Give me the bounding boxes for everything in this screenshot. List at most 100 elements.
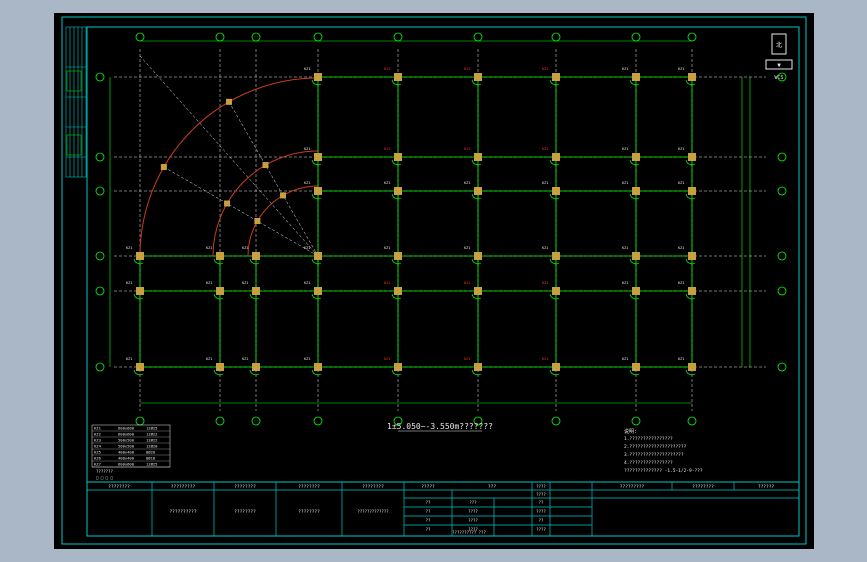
column-tag: KZ1 — [542, 147, 548, 151]
column-tag: KZ1 — [678, 357, 684, 361]
axis-bubble — [777, 72, 787, 82]
column-hatch — [249, 258, 260, 265]
nav-cube-icon[interactable] — [771, 33, 787, 55]
column-hatch — [391, 159, 402, 166]
tb-cell: ???????? — [234, 484, 256, 490]
column — [552, 187, 560, 195]
column — [314, 187, 322, 195]
column-tag: KZ1 — [464, 281, 470, 285]
drawing-canvas[interactable]: 北 ▼ WCS KZ1KZ1KZ1KZ1KZ1KZ1KZ1KZ1KZ1KZ1KZ… — [54, 13, 814, 549]
column-tag: KZ1 — [622, 181, 628, 185]
column-tag: KZ1 — [464, 147, 470, 151]
column-tag: KZ1 — [678, 67, 684, 71]
column-hatch — [311, 79, 322, 86]
tb-right-cell: ?? — [539, 518, 544, 523]
column — [216, 363, 224, 371]
column — [474, 287, 482, 295]
column-hatch — [213, 258, 224, 265]
column — [552, 153, 560, 161]
column — [632, 287, 640, 295]
column-hatch — [391, 258, 402, 265]
table-cell: 600x600 — [118, 462, 135, 467]
axis-bubble — [393, 32, 403, 42]
column — [688, 187, 696, 195]
column — [226, 98, 232, 105]
column-tag: KZ1 — [464, 67, 470, 71]
column-hatch — [685, 258, 696, 265]
column-hatch — [549, 79, 560, 86]
column-tag: KZ1 — [242, 357, 248, 361]
column — [136, 252, 144, 260]
column — [252, 252, 260, 260]
column-tag: KZ1 — [384, 181, 390, 185]
column — [252, 363, 260, 371]
column-hatch — [391, 193, 402, 200]
column — [552, 287, 560, 295]
radial-axis — [139, 55, 319, 257]
column-tag: KZ1 — [542, 246, 548, 250]
column — [252, 287, 260, 295]
column-tag: KZ1 — [678, 147, 684, 151]
table-footer: ??????? — [96, 469, 113, 474]
column — [688, 363, 696, 371]
tb-title: ????????? — [620, 484, 645, 490]
column-hatch — [311, 258, 322, 265]
axis-bubble — [551, 416, 561, 426]
column — [314, 252, 322, 260]
column-hatch — [391, 369, 402, 376]
wcs-label[interactable]: WCS — [774, 75, 783, 81]
axis-bubble — [215, 416, 225, 426]
table-cell: KZ5 — [94, 450, 101, 455]
column — [314, 153, 322, 161]
column-tag: KZ1 — [678, 181, 684, 185]
table-cell: 12Ø25 — [146, 426, 157, 431]
column-hatch — [685, 159, 696, 166]
column-hatch — [549, 293, 560, 300]
sheet-name: ???????? — [298, 509, 320, 515]
column-hatch — [249, 369, 260, 376]
table-cell: 400x400 — [118, 450, 135, 455]
axis-bubble — [95, 251, 105, 261]
binding-strip — [65, 26, 87, 178]
column — [262, 162, 269, 169]
curved-beam — [247, 185, 319, 257]
column-hatch — [471, 159, 482, 166]
tb-row: ?? — [426, 518, 431, 523]
column — [394, 252, 402, 260]
column-hatch — [629, 193, 640, 200]
table-cell: KZ3 — [94, 438, 101, 443]
column — [394, 363, 402, 371]
axis-bubble — [135, 32, 145, 42]
floor-title: 1±5.050~-3.550m??????? — [387, 422, 493, 431]
table-cell: 600x600 — [118, 432, 135, 437]
axis-bubble — [313, 416, 323, 426]
column-tag: KZ1 — [384, 147, 390, 151]
note-line: 1.???????????????? — [624, 436, 673, 442]
column-hatch — [213, 293, 224, 300]
column-tag: KZ1 — [622, 147, 628, 151]
tb-header: ????? — [421, 484, 435, 490]
column-hatch — [549, 369, 560, 376]
column-hatch — [471, 293, 482, 300]
tb-row: ???? — [468, 518, 478, 523]
axis-bubble — [135, 416, 145, 426]
column — [474, 187, 482, 195]
column-tag: KZ1 — [542, 281, 548, 285]
column-tag: KZ1 — [464, 181, 470, 185]
column-hatch — [471, 369, 482, 376]
nav-cube[interactable]: 北 ▼ WCS — [765, 33, 793, 81]
column-hatch — [213, 369, 224, 376]
compass-icon[interactable] — [765, 59, 793, 70]
tb-cell: ???????? — [362, 484, 384, 490]
axis-bubble — [473, 32, 483, 42]
axis-bubble — [95, 286, 105, 296]
column-hatch — [629, 79, 640, 86]
column — [216, 287, 224, 295]
column — [688, 252, 696, 260]
column-hatch — [629, 159, 640, 166]
column-hatch — [311, 369, 322, 376]
tb-cell: ?????????? — [169, 509, 196, 515]
column — [254, 218, 261, 224]
